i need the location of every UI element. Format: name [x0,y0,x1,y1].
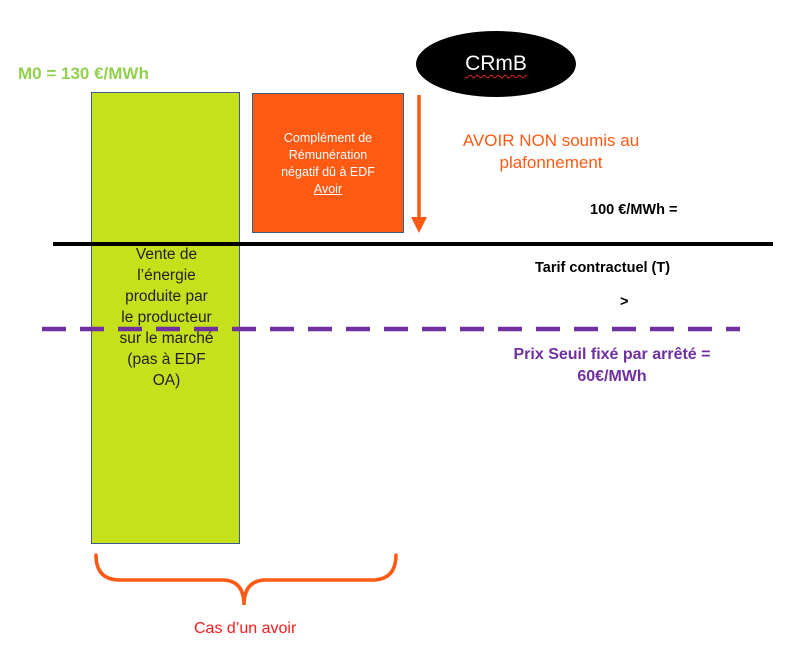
brace [94,553,398,606]
market-sale-line: OA) [152,372,181,389]
m0-label: M0 = 130 €/MWh [18,64,149,83]
down-arrow-icon [411,95,427,233]
market-sale-line: (pas à EDF [127,351,206,368]
negative-complement-label: Complément de Rémunération négatif dû à … [262,130,394,198]
market-sale-bar [91,92,240,544]
greater-than-label: > [620,294,629,310]
market-sale-line: Vente de [135,246,198,263]
complement-line: négatif dû à EDF [281,165,375,179]
avoir-link-text: Avoir [313,182,343,196]
complement-line: Complément de [283,131,373,145]
market-sale-label: Vente de l’énergie produite par le produ… [96,244,237,391]
market-sale-line: l’énergie [137,267,196,284]
complement-line: Rémunération [288,148,368,162]
negative-complement-bar [252,93,404,233]
crmb-label: CRmB [465,52,527,75]
avoir-note: AVOIR NON soumis au plafonnement [462,131,640,172]
price-100-label: 100 €/MWh = [590,202,678,218]
tarif-label: Tarif contractuel (T) [535,260,671,276]
threshold-label: Prix Seuil fixé par arrêté = 60€/MWh [513,346,711,385]
market-sale-line: sur le marché [119,330,214,347]
brace-label: Cas d’un avoir [194,620,297,637]
market-sale-line: le producteur [121,309,212,326]
market-sale-line: produite par [125,288,208,305]
crmb-ellipse: CRmB [416,31,576,97]
